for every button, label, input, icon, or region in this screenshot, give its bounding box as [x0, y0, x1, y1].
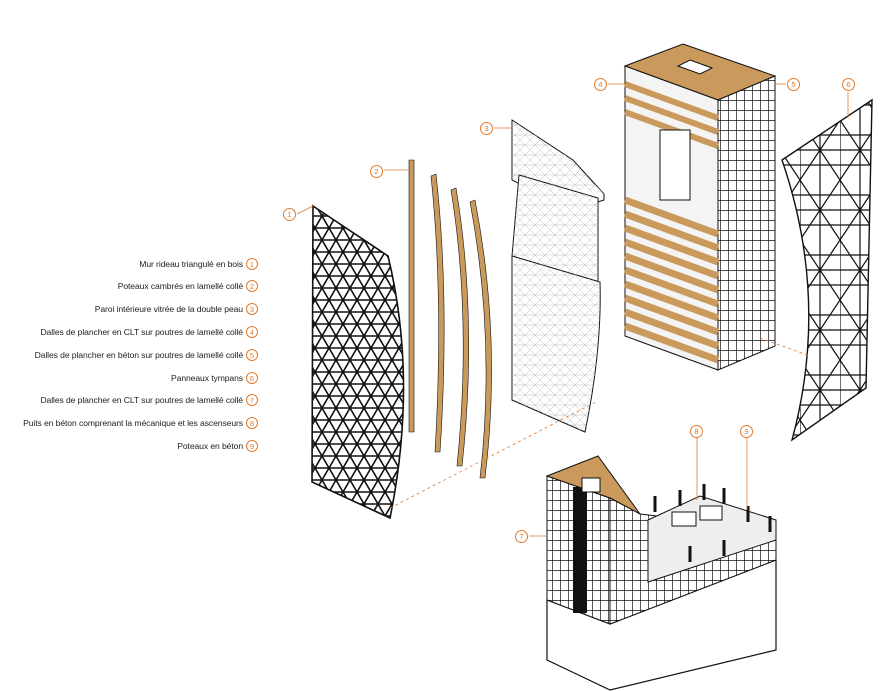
legend-label: Mur rideau triangulé en bois — [139, 259, 243, 269]
callout-number: 2 — [370, 165, 383, 178]
legend-number: 5 — [246, 349, 258, 361]
legend-label: Poteaux en béton — [177, 441, 243, 451]
legend-number: 2 — [246, 280, 258, 292]
glulam-columns — [384, 159, 492, 479]
callout-number: 9 — [740, 425, 753, 438]
callout-4: 4 — [594, 78, 607, 91]
base-building — [529, 437, 777, 691]
spandrel-panels — [781, 92, 873, 442]
legend-label: Poteaux cambrés en lamellé collé — [117, 281, 243, 291]
callout-number: 3 — [480, 122, 493, 135]
legend-number: 8 — [246, 417, 258, 429]
callout-5: 5 — [787, 78, 800, 91]
callout-9: 9 — [740, 425, 753, 438]
alignment-lines — [389, 337, 811, 509]
callout-6: 6 — [842, 78, 855, 91]
callout-3: 3 — [480, 122, 493, 135]
legend-item: Paroi intérieure vitrée de la double pea… — [95, 303, 258, 315]
legend-item: Dalles de plancher en CLT sur poutres de… — [40, 394, 258, 406]
callout-2: 2 — [370, 165, 383, 178]
legend-label: Puits en béton comprenant la mécanique e… — [23, 418, 243, 428]
legend-label: Dalles de plancher en CLT sur poutres de… — [40, 395, 243, 405]
legend-number: 9 — [246, 440, 258, 452]
legend-label: Dalles de plancher en CLT sur poutres de… — [40, 327, 243, 337]
legend-item: Puits en béton comprenant la mécanique e… — [23, 417, 258, 429]
legend-number: 4 — [246, 326, 258, 338]
legend-number: 7 — [246, 394, 258, 406]
callout-7: 7 — [515, 530, 528, 543]
callout-1: 1 — [283, 208, 296, 221]
legend-label: Dalles de plancher en béton sur poutres … — [34, 350, 244, 360]
legend-number: 3 — [246, 303, 258, 315]
legend-item: Dalles de plancher en CLT sur poutres de… — [40, 326, 258, 338]
callout-number: 1 — [283, 208, 296, 221]
callout-number: 6 — [842, 78, 855, 91]
callout-number: 8 — [690, 425, 703, 438]
callout-number: 4 — [594, 78, 607, 91]
inner-glazed-wall — [494, 119, 605, 433]
callout-number: 7 — [515, 530, 528, 543]
legend-item: Dalles de plancher en béton sur poutres … — [35, 349, 258, 361]
callout-8: 8 — [690, 425, 703, 438]
tower-core — [608, 43, 786, 371]
legend-label: Paroi intérieure vitrée de la double pea… — [94, 304, 243, 314]
callout-number: 5 — [787, 78, 800, 91]
legend-label: Panneaux tympans — [171, 373, 243, 383]
curtain-wall-panel — [296, 204, 405, 520]
legend-number: 6 — [246, 372, 258, 384]
legend-number: 1 — [246, 258, 258, 270]
